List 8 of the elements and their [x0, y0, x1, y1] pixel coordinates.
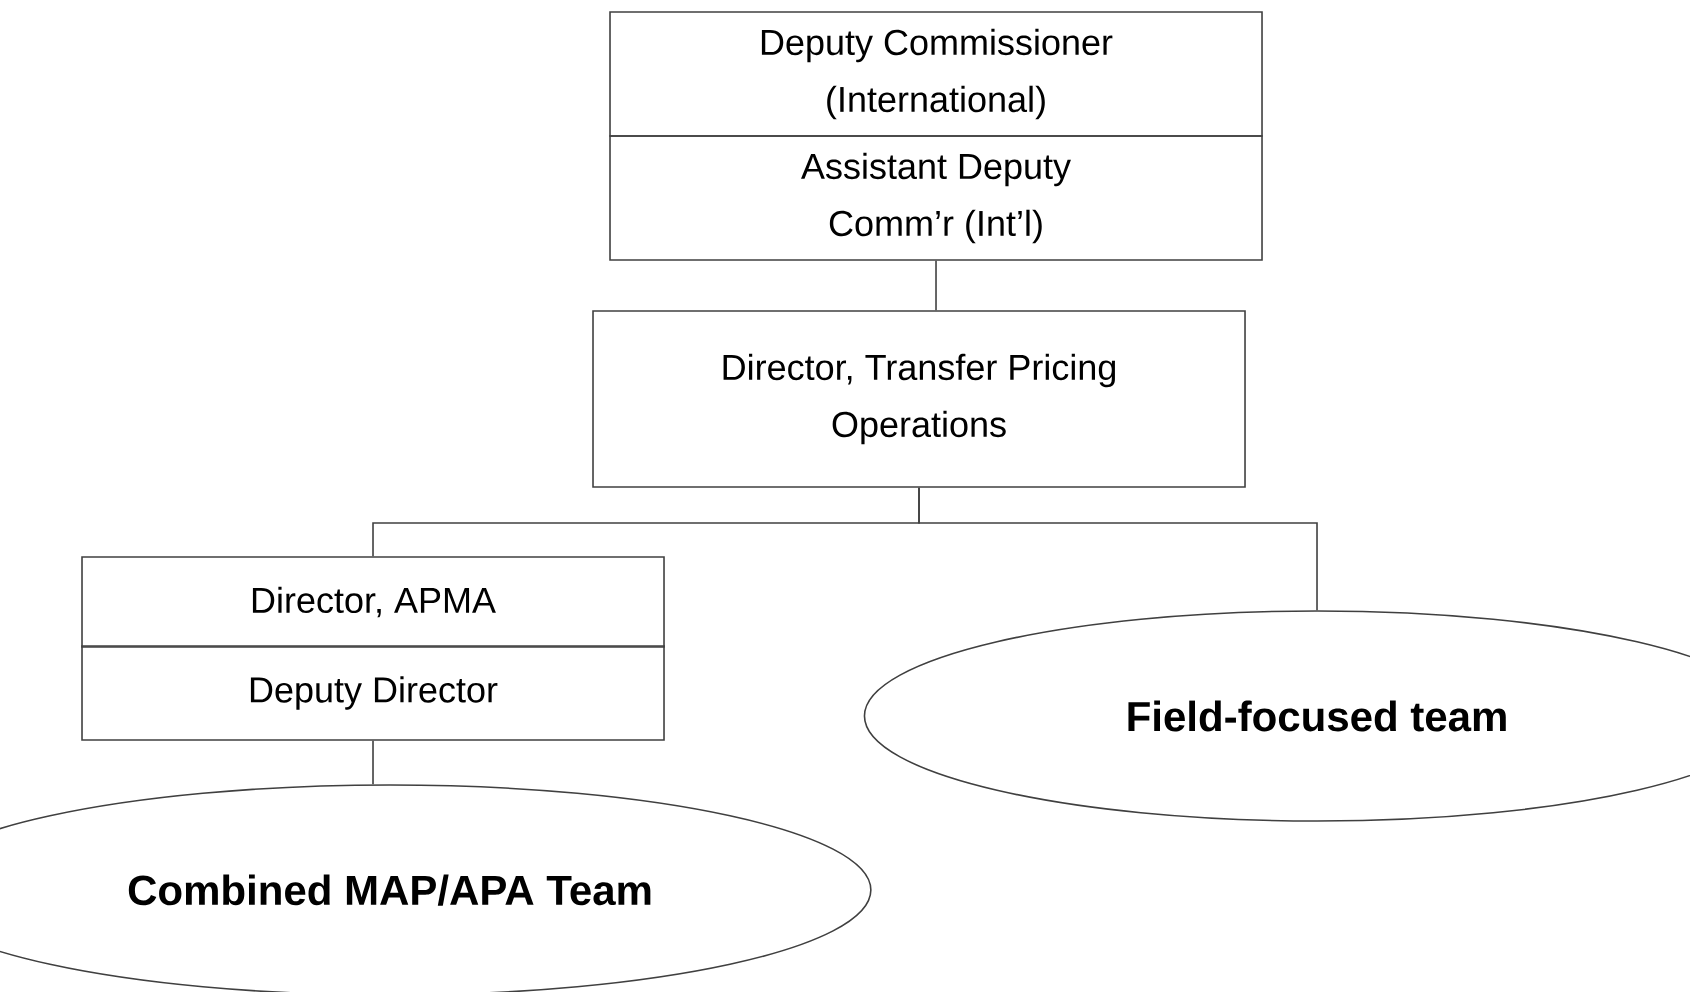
connector-line [372, 740, 374, 785]
org-box: Deputy Director [81, 645, 665, 741]
connector-line [935, 260, 937, 311]
org-box: Deputy Commissioner (International) [609, 11, 1263, 137]
org-box: Director, APMA [81, 556, 665, 648]
connector-line [918, 487, 1318, 611]
org-box: Assistant Deputy Comm’r (Int’l) [609, 135, 1263, 261]
org-box: Director, Transfer Pricing Operations [592, 310, 1246, 488]
